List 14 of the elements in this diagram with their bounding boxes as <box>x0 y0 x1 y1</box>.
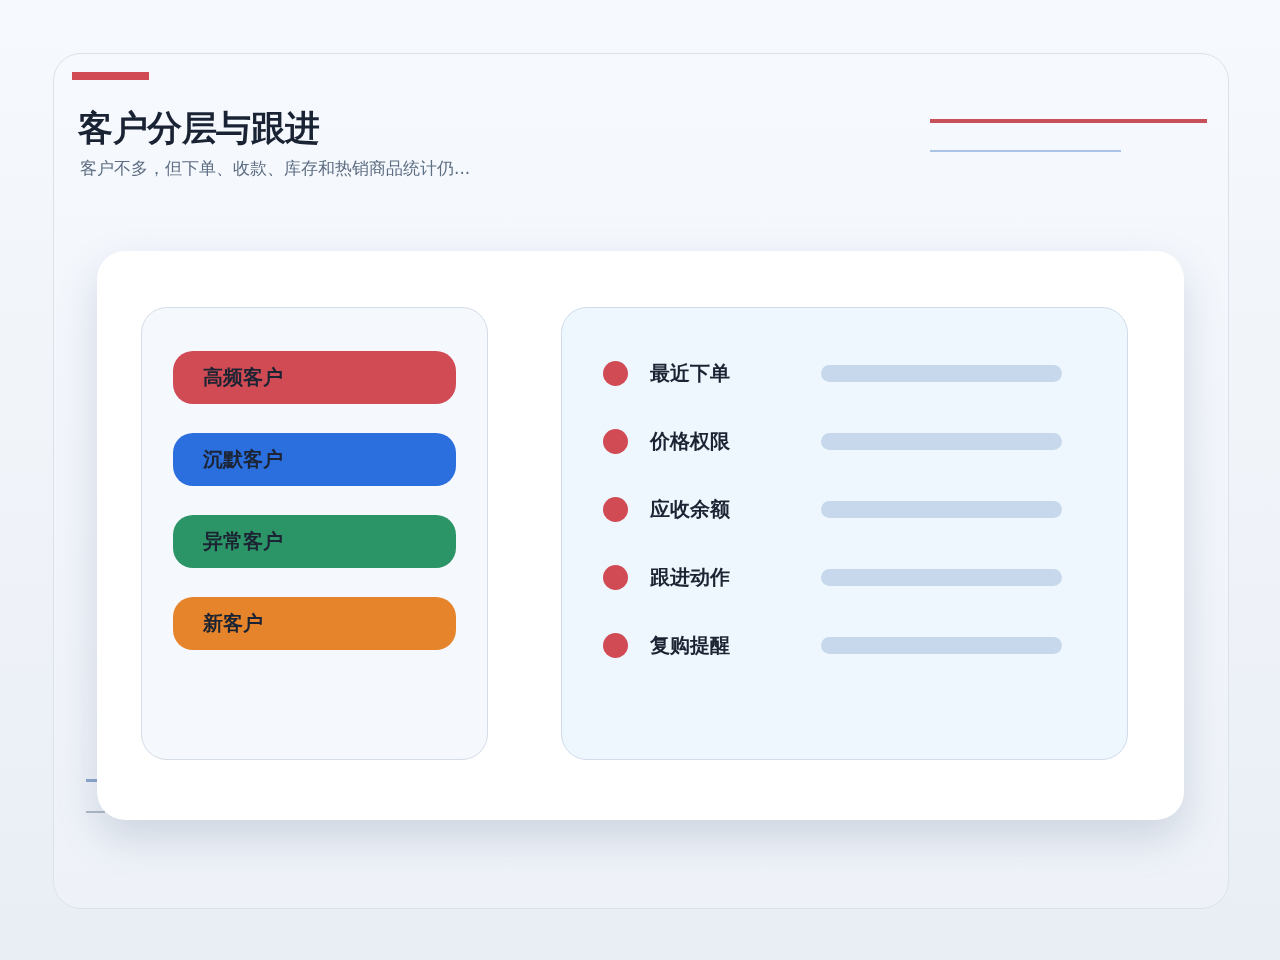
subtitle: 客户不多，但下单、收款、库存和热销商品统计仍... <box>80 157 471 180</box>
customer-tag: 异常客户 <box>173 515 456 568</box>
title: 客户分层与跟进 <box>78 107 320 150</box>
row-label: 价格权限 <box>650 428 730 455</box>
row-label: 应收余额 <box>650 496 730 523</box>
panel <box>561 307 1128 760</box>
row-label: 复购提醒 <box>650 632 730 659</box>
row-label: 最近下单 <box>650 360 730 387</box>
customer-tag: 沉默客户 <box>173 433 456 486</box>
card <box>97 251 1184 820</box>
customer-tag: 高频客户 <box>173 351 456 404</box>
row-label: 跟进动作 <box>650 564 730 591</box>
panel <box>141 307 488 760</box>
customer-tag: 新客户 <box>173 597 456 650</box>
